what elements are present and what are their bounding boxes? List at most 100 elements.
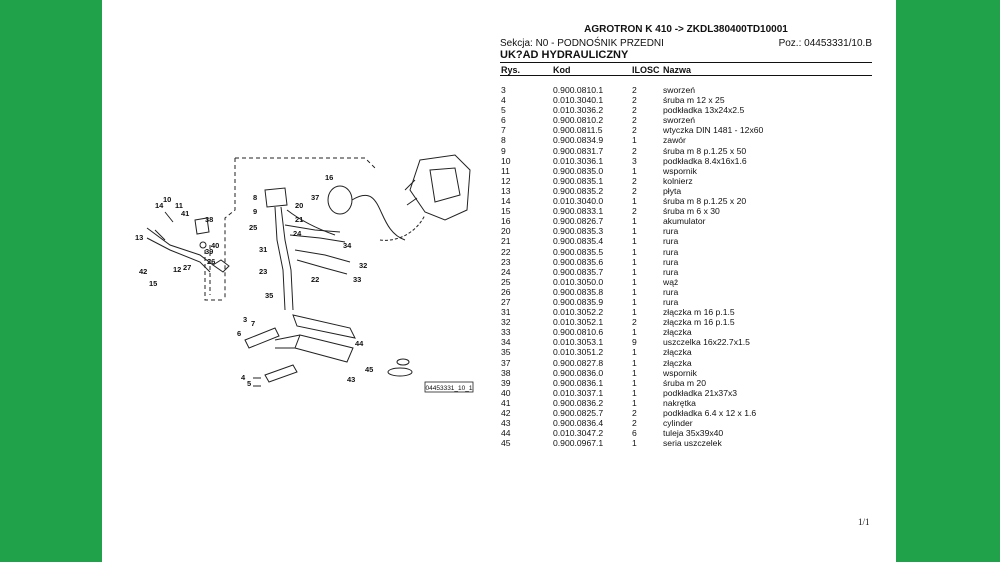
document-subtitle: UK?AD HYDRAULICZNY bbox=[500, 49, 629, 61]
cell-nazwa: wąż bbox=[663, 276, 679, 287]
cell-kod: 0.010.3047.2 bbox=[553, 428, 604, 439]
cell-rys: 26 bbox=[501, 286, 511, 297]
cell-kod: 0.900.0835.8 bbox=[553, 286, 604, 297]
cell-rys: 40 bbox=[501, 387, 511, 398]
cell-ilosc: 1 bbox=[632, 357, 637, 368]
cell-rys: 20 bbox=[501, 226, 511, 237]
cell-nazwa: śruba m 8 p.1.25 x 50 bbox=[663, 145, 747, 156]
callout-14: 14 bbox=[155, 201, 164, 210]
cell-nazwa: wspornik bbox=[663, 367, 697, 378]
cell-kod: 0.010.3053.1 bbox=[553, 337, 604, 348]
callout-13: 13 bbox=[135, 233, 143, 242]
cell-kod: 0.900.0835.1 bbox=[553, 175, 604, 186]
callout-25: 25 bbox=[249, 223, 257, 232]
cell-nazwa: śruba m 8 p.1.25 x 20 bbox=[663, 196, 747, 207]
callout-45: 45 bbox=[365, 365, 373, 374]
cell-kod: 0.900.0825.7 bbox=[553, 408, 604, 418]
cell-nazwa: wtyczka DIN 1481 - 12x60 bbox=[663, 125, 764, 136]
cell-nazwa: tuleja 35x39x40 bbox=[663, 428, 724, 439]
cell-ilosc: 1 bbox=[632, 196, 637, 207]
cell-kod: 0.900.0810.6 bbox=[553, 327, 604, 338]
callout-4: 4 bbox=[241, 373, 246, 382]
callout-7: 7 bbox=[251, 319, 255, 328]
cell-kod: 0.900.0835.9 bbox=[553, 296, 604, 307]
cell-rys: 24 bbox=[501, 266, 511, 277]
cell-ilosc: 1 bbox=[632, 286, 637, 297]
cell-kod: 0.900.0836.1 bbox=[553, 377, 604, 388]
column-header-kod: Kod bbox=[553, 65, 571, 75]
cell-rys: 32 bbox=[501, 317, 511, 328]
cell-rys: 31 bbox=[501, 307, 511, 318]
cell-kod: 0.900.0835.4 bbox=[553, 236, 604, 247]
cell-rys: 23 bbox=[501, 256, 511, 267]
cell-ilosc: 2 bbox=[632, 85, 637, 95]
callout-26: 26 bbox=[207, 257, 215, 266]
callout-35: 35 bbox=[265, 291, 273, 300]
cell-kod: 0.900.0827.8 bbox=[553, 357, 604, 368]
cell-kod: 0.900.0835.6 bbox=[553, 256, 604, 267]
diagram-ref-code: 04453331_10_1 bbox=[426, 385, 473, 392]
cell-kod: 0.900.0833.1 bbox=[553, 206, 604, 217]
cell-rys: 13 bbox=[501, 185, 511, 196]
cell-ilosc: 1 bbox=[632, 438, 637, 449]
callout-32: 32 bbox=[359, 261, 367, 270]
cell-ilosc: 1 bbox=[632, 276, 637, 287]
cell-nazwa: złączka bbox=[663, 357, 692, 368]
cell-kod: 0.900.0811.5 bbox=[553, 125, 603, 136]
callout-10: 10 bbox=[163, 195, 171, 204]
cell-kod: 0.900.0835.0 bbox=[553, 165, 604, 176]
cell-rys: 15 bbox=[501, 206, 511, 217]
cell-kod: 0.010.3040.0 bbox=[553, 196, 604, 207]
cell-ilosc: 2 bbox=[632, 145, 637, 156]
cell-ilosc: 1 bbox=[632, 327, 637, 338]
header-rule-bottom bbox=[500, 75, 872, 76]
callout-5: 5 bbox=[247, 379, 251, 388]
cell-kod: 0.900.0826.7 bbox=[553, 216, 604, 227]
callout-15: 15 bbox=[149, 279, 157, 288]
cell-kod: 0.900.0967.1 bbox=[553, 438, 604, 449]
page-number: 1/1 bbox=[858, 517, 870, 527]
cell-rys: 8 bbox=[501, 135, 506, 146]
cell-nazwa: rura bbox=[663, 266, 679, 277]
cell-ilosc: 1 bbox=[632, 347, 637, 358]
cell-nazwa: sworzeń bbox=[663, 85, 695, 95]
callout-27: 27 bbox=[183, 263, 191, 272]
cell-nazwa: śruba m 12 x 25 bbox=[663, 95, 725, 106]
cell-nazwa: nakrętka bbox=[663, 397, 696, 408]
cell-rys: 22 bbox=[501, 246, 511, 257]
cell-rys: 25 bbox=[501, 276, 511, 287]
cell-kod: 0.900.0810.1 bbox=[553, 85, 604, 95]
cell-nazwa: kolnierz bbox=[663, 175, 693, 186]
cell-kod: 0.900.0836.4 bbox=[553, 418, 604, 429]
cell-rys: 35 bbox=[501, 347, 511, 358]
cell-ilosc: 6 bbox=[632, 428, 637, 439]
cell-kod: 0.010.3051.2 bbox=[553, 347, 604, 358]
callout-33: 33 bbox=[353, 275, 361, 284]
cell-kod: 0.900.0835.3 bbox=[553, 226, 604, 237]
cell-ilosc: 2 bbox=[632, 95, 637, 106]
column-header-ilosc: ILOSC bbox=[632, 65, 660, 75]
cell-rys: 21 bbox=[501, 236, 511, 247]
cell-nazwa: rura bbox=[663, 246, 679, 257]
cell-nazwa: rura bbox=[663, 286, 679, 297]
callout-24: 24 bbox=[293, 229, 302, 238]
hydraulic-diagram: 04453331_10_1 3 4 5 6 7 8 9 10 11 12 13 … bbox=[135, 154, 474, 393]
callout-21: 21 bbox=[295, 215, 303, 224]
callout-43: 43 bbox=[347, 375, 355, 384]
cell-kod: 0.010.3052.2 bbox=[553, 307, 604, 318]
